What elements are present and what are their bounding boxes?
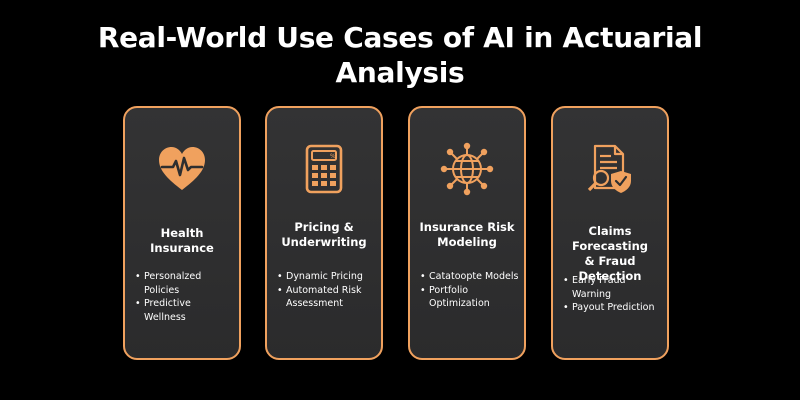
card-title: Health Insurance: [129, 226, 235, 256]
bullet-text: Personalzed Policies: [144, 271, 202, 296]
card-title-line: Modeling: [437, 235, 497, 249]
bullet-item: Payout Prediction: [563, 301, 663, 315]
svg-text:%: %: [330, 153, 336, 160]
card-title-line: Pricing &: [294, 220, 354, 234]
bullet-item: Personalzed Policies: [135, 270, 235, 297]
document-shield-search-icon: [583, 142, 637, 196]
bullet-text: Payout Prediction: [572, 302, 655, 313]
card-title-line: Claims Forecasting: [571, 224, 649, 253]
bullet-text: Portfolio: [429, 284, 469, 296]
bullet-item: Early Fraud Warning: [563, 274, 663, 301]
page-title: Real-World Use Cases of AI in Actuarial …: [0, 20, 800, 90]
bullet-text: Early Fraud Warning: [572, 275, 626, 300]
bullet-list: Early Fraud Warning Payout Prediction: [563, 274, 663, 315]
bullet-item: Catatoopte Models: [420, 270, 520, 284]
card-title-line: Health Insurance: [150, 226, 214, 255]
card-insurance-risk-modeling: Insurance Risk Modeling Catatoopte Model…: [408, 106, 526, 360]
card-title-line: Insurance Risk: [419, 220, 515, 234]
bullet-list: Personalzed Policies Predictive Wellness: [135, 270, 235, 324]
card-title: Pricing & Underwriting: [271, 220, 377, 250]
bullet-text: Assessment: [286, 298, 343, 309]
use-case-cards: Health Insurance Personalzed Policies Pr…: [123, 106, 683, 364]
bullet-text: Optimization: [429, 298, 490, 309]
bullet-text: Catatoopte Models: [429, 271, 519, 282]
bullet-item: Predictive Wellness: [135, 297, 235, 324]
page-title-line-1: Real-World Use Cases of AI in Actuarial: [97, 21, 703, 54]
card-health-insurance: Health Insurance Personalzed Policies Pr…: [123, 106, 241, 360]
card-claims-forecasting-fraud-detection: Claims Forecasting & Fraud Detection Ear…: [551, 106, 669, 360]
bullet-text: Predictive Wellness: [144, 298, 191, 323]
card-title: Insurance Risk Modeling: [414, 220, 520, 250]
heart-pulse-icon: [155, 142, 209, 196]
bullet-text: Dynamic Pricing: [286, 271, 363, 282]
bullet-text: Automated Risk: [286, 284, 362, 296]
card-title-line: Underwriting: [281, 235, 367, 249]
card-pricing-underwriting: % Pricing & Underwriting Dynamic Pricing…: [265, 106, 383, 360]
network-globe-icon: [440, 142, 494, 196]
page-title-line-2: Analysis: [335, 56, 465, 89]
bullet-item: Dynamic Pricing: [277, 270, 377, 284]
calculator-icon: %: [297, 142, 351, 196]
